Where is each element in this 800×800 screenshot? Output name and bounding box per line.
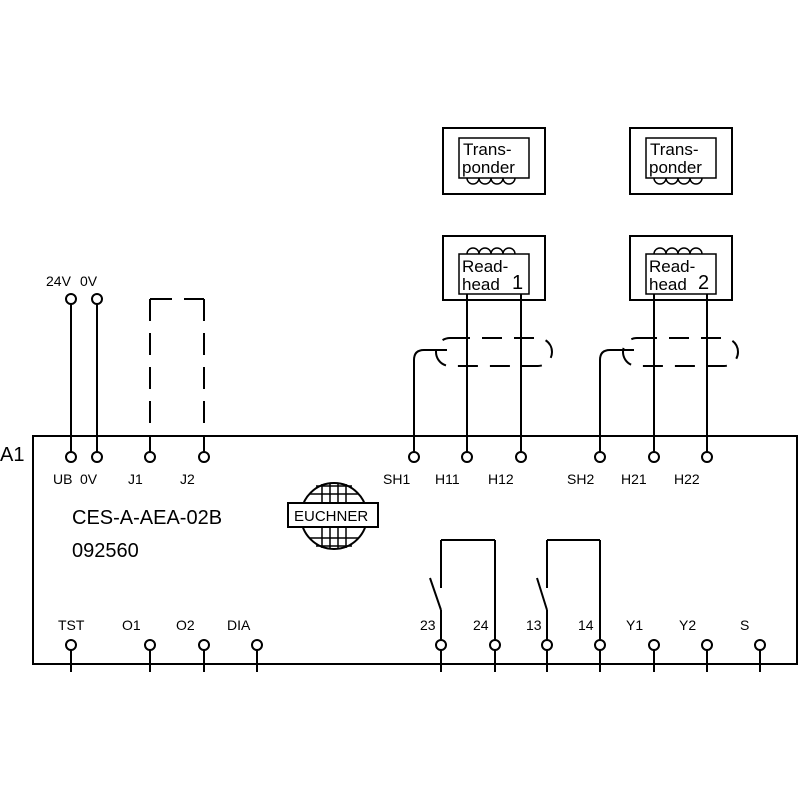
label-tst: TST [58,617,85,633]
label-23: 23 [420,617,436,633]
supply-wires [65,293,103,452]
bottom-terminals [65,639,766,672]
transponder-1-line2: ponder [462,158,515,177]
label-14: 14 [578,617,594,633]
model-name: CES-A-AEA-02B [72,507,222,529]
top-terminals [65,451,713,463]
terminal-s [754,639,766,651]
readhead-1-number: 1 [512,272,523,294]
readhead-2-number: 2 [698,272,709,294]
terminal-y2 [701,639,713,651]
label-ub: UB [53,471,72,487]
readhead-2-cable [599,294,739,452]
label-0v: 0V [80,471,98,487]
label-j2: J2 [180,471,195,487]
module-label: A1 [0,444,24,466]
terminal-j1 [144,451,156,463]
terminal-tst [65,639,77,651]
order-number: 092560 [72,540,139,562]
transponder-2-line2: ponder [649,158,702,177]
terminal-h21 [648,451,660,463]
readhead-1-line2: head [462,275,500,294]
label-dia: DIA [227,617,251,633]
label-s: S [740,617,749,633]
relay-contact-23-24 [429,539,496,644]
terminal-13 [541,639,553,651]
transponder-1: Trans- ponder [442,127,546,195]
label-o2: O2 [176,617,195,633]
label-h12: H12 [488,471,514,487]
jumper-j1-j2 [149,298,205,452]
terminal-j2 [198,451,210,463]
label-h22: H22 [674,471,700,487]
terminal-24 [489,639,501,651]
terminal-h12 [515,451,527,463]
transponder-2-line1: Trans- [650,140,699,159]
label-24: 24 [473,617,489,633]
terminal-14 [594,639,606,651]
euchner-logo: EUCHNER [287,482,379,550]
terminal-sh2 [594,451,606,463]
readhead-1-line1: Read- [462,257,508,276]
supply-0v-label: 0V [80,273,98,289]
terminal-h11 [461,451,473,463]
readhead-2-line1: Read- [649,257,695,276]
readhead-1-cable [413,294,553,452]
label-h21: H21 [621,471,647,487]
terminal-dia [251,639,263,651]
terminal-h22 [701,451,713,463]
label-o1: O1 [122,617,141,633]
label-sh1: SH1 [383,471,410,487]
readhead-2-line2: head [649,275,687,294]
terminal-23 [435,639,447,651]
terminal-sh1 [408,451,420,463]
label-h11: H11 [435,471,460,487]
label-sh2: SH2 [567,471,594,487]
label-13: 13 [526,617,542,633]
terminal-o2 [198,639,210,651]
brand-text: EUCHNER [294,508,368,525]
supply-24v-label: 24V [46,273,72,289]
transponder-1-line1: Trans- [463,140,512,159]
transponder-2: Trans- ponder [629,127,733,195]
terminal-y1 [648,639,660,651]
terminal-ub [65,451,77,463]
readhead-2: Read- head 2 [629,235,733,301]
label-y2: Y2 [679,617,696,633]
terminal-0v [91,451,103,463]
label-j1: J1 [128,471,143,487]
terminal-o1 [144,639,156,651]
relay-contact-13-14 [536,539,601,644]
readhead-1: Read- head 1 [442,235,546,301]
label-y1: Y1 [626,617,643,633]
